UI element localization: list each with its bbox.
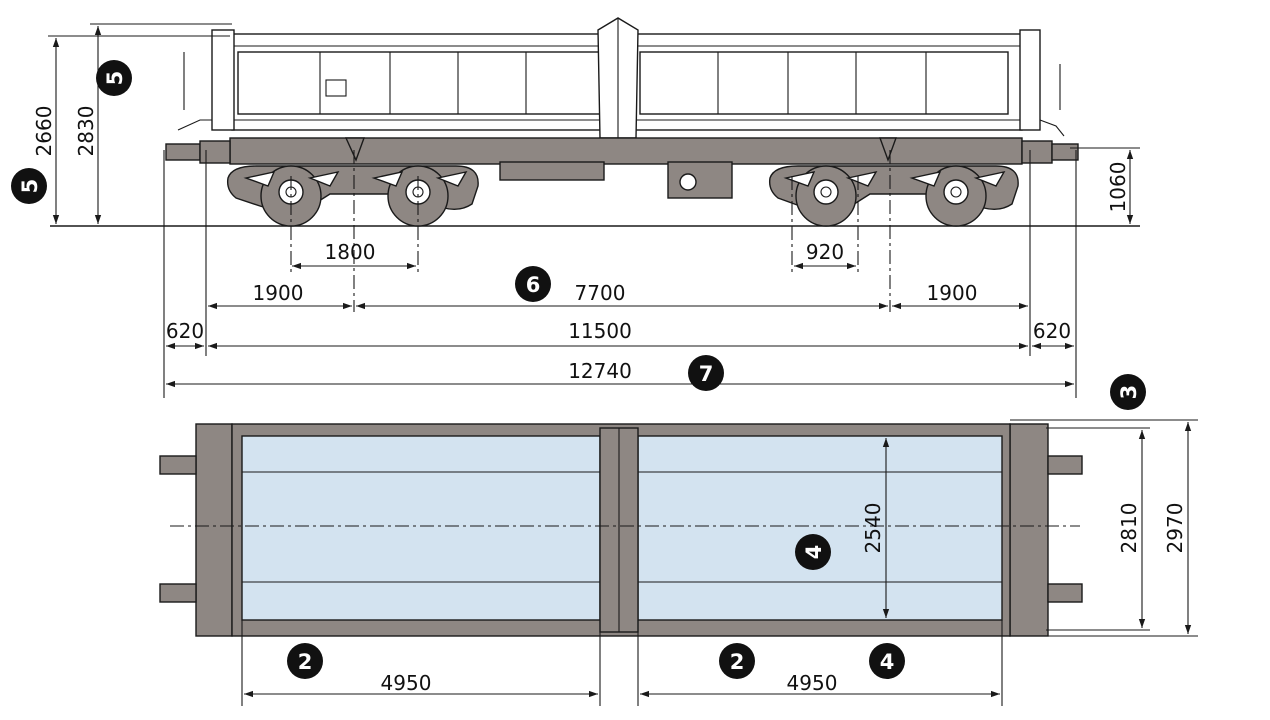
svg-text:6: 6 [526, 273, 541, 297]
marker-6: 6 [515, 266, 551, 302]
dim-620-right: 620 [1033, 319, 1071, 343]
svg-text:5: 5 [103, 71, 127, 86]
bogie-left [226, 165, 479, 227]
dim-length-left: 4950 [381, 671, 432, 695]
dim-width-2810: 2810 [1117, 503, 1141, 554]
load-area-left [241, 435, 601, 621]
top-view: 2540 2810 2970 4950 4950 [159, 419, 1198, 706]
dim-width-2540: 2540 [861, 503, 885, 554]
dim-height-2660: 2660 [32, 106, 56, 157]
svg-text:5: 5 [18, 179, 42, 194]
marker-3: 3 [1110, 374, 1146, 410]
marker-2-right: 2 [719, 643, 755, 679]
dim-7700: 7700 [575, 281, 626, 305]
dim-12740: 12740 [568, 359, 632, 383]
svg-text:4: 4 [880, 650, 895, 674]
dim-length-right: 4950 [787, 671, 838, 695]
marker-5-top: 5 [96, 60, 132, 96]
wagon-body [177, 17, 1065, 139]
marker-5-left: 5 [11, 168, 47, 204]
bogie-right [768, 165, 1019, 227]
dim-1800: 1800 [325, 240, 376, 264]
svg-text:4: 4 [802, 545, 826, 560]
svg-text:2: 2 [298, 650, 313, 674]
svg-text:7: 7 [699, 362, 714, 386]
dim-height-2830: 2830 [74, 106, 98, 157]
dim-width-2970: 2970 [1163, 503, 1187, 554]
marker-7: 7 [688, 355, 724, 391]
marker-4-bottom: 4 [869, 643, 905, 679]
marker-2-left: 2 [287, 643, 323, 679]
dim-11500: 11500 [568, 319, 632, 343]
load-area-right [637, 435, 1003, 621]
marker-4-center: 4 [795, 534, 831, 570]
dim-1900-right: 1900 [927, 281, 978, 305]
svg-text:3: 3 [1117, 385, 1141, 400]
dim-height-1060: 1060 [1106, 162, 1130, 213]
dim-620-left: 620 [166, 319, 204, 343]
dim-1900-left: 1900 [253, 281, 304, 305]
dim-920: 920 [806, 240, 844, 264]
svg-text:2: 2 [730, 650, 745, 674]
side-view: 2660 2830 1060 1800 920 1900 7700 1900 6… [32, 17, 1140, 398]
